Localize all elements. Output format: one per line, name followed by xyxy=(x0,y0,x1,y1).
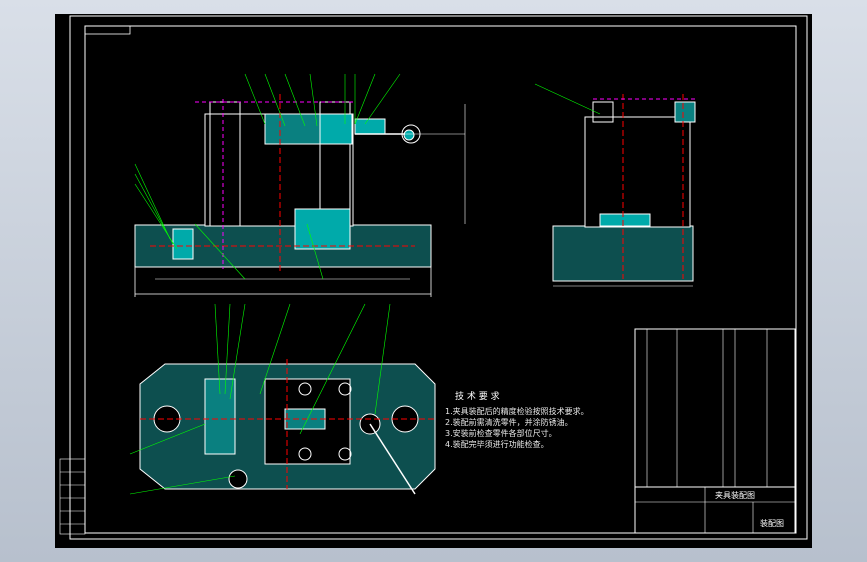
plan-view xyxy=(129,303,436,495)
tech-item-1: 1.夹具装配后的精度检验按照技术要求。 xyxy=(445,406,589,416)
tech-title: 技 术 要 求 xyxy=(455,390,500,402)
corner-label-box xyxy=(84,25,131,35)
front-view xyxy=(134,73,466,297)
tech-item-2: 2.装配前需清洗零件，并涂防锈油。 xyxy=(445,417,573,427)
parts-list xyxy=(634,328,796,488)
cad-viewport[interactable]: 技 术 要 求 1.夹具装配后的精度检验按照技术要求。 2.装配前需清洗零件，并… xyxy=(55,14,812,548)
tech-requirements: 技 术 要 求 1.夹具装配后的精度检验按照技术要求。 2.装配前需清洗零件，并… xyxy=(445,390,589,449)
title-block: 夹具装配图 装配图 xyxy=(634,486,796,534)
company-name: 装配图 xyxy=(760,518,784,528)
revision-block xyxy=(59,458,86,535)
tech-item-3: 3.安装前检查零件各部位尺寸。 xyxy=(445,428,557,438)
tech-item-4: 4.装配完毕须进行功能检查。 xyxy=(445,439,549,449)
drawing-canvas: 技 术 要 求 1.夹具装配后的精度检验按照技术要求。 2.装配前需清洗零件，并… xyxy=(59,15,808,540)
side-view xyxy=(534,83,696,287)
drawing-name: 夹具装配图 xyxy=(715,490,755,500)
sheet-outer-border xyxy=(69,15,808,540)
sheet-inner-border xyxy=(84,25,797,534)
